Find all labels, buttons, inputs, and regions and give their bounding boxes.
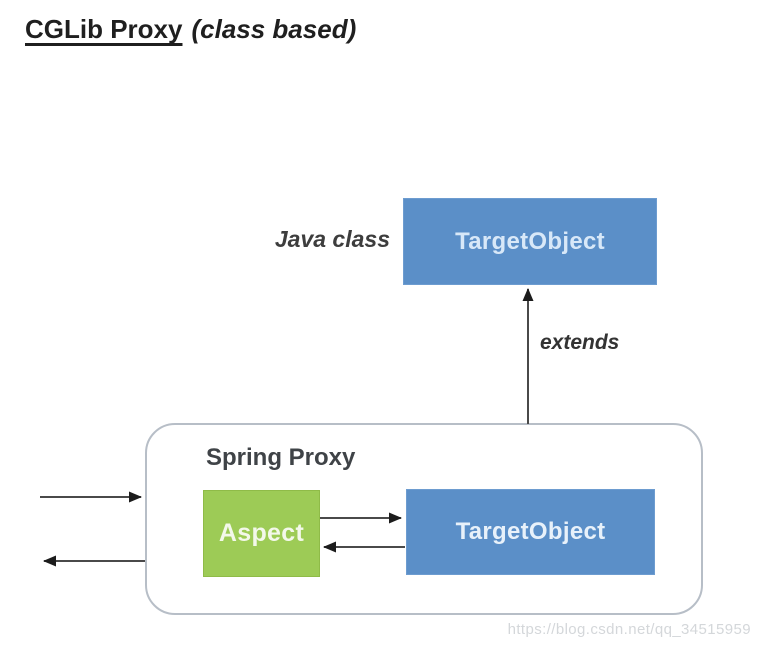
proxy-target-object-box: TargetObject [406,489,655,575]
title-main-text: CGLib Proxy [25,14,183,44]
extends-label: extends [540,331,620,354]
java-class-target-object-box: TargetObject [403,198,657,285]
title-suffix-text: (class based) [191,14,357,44]
spring-proxy-title: Spring Proxy [206,444,356,471]
page-title: CGLib Proxy (class based) [25,14,356,45]
watermark: https://blog.csdn.net/qq_34515959 [507,621,751,638]
aspect-box: Aspect [203,490,320,577]
java-class-label: Java class [274,226,390,252]
